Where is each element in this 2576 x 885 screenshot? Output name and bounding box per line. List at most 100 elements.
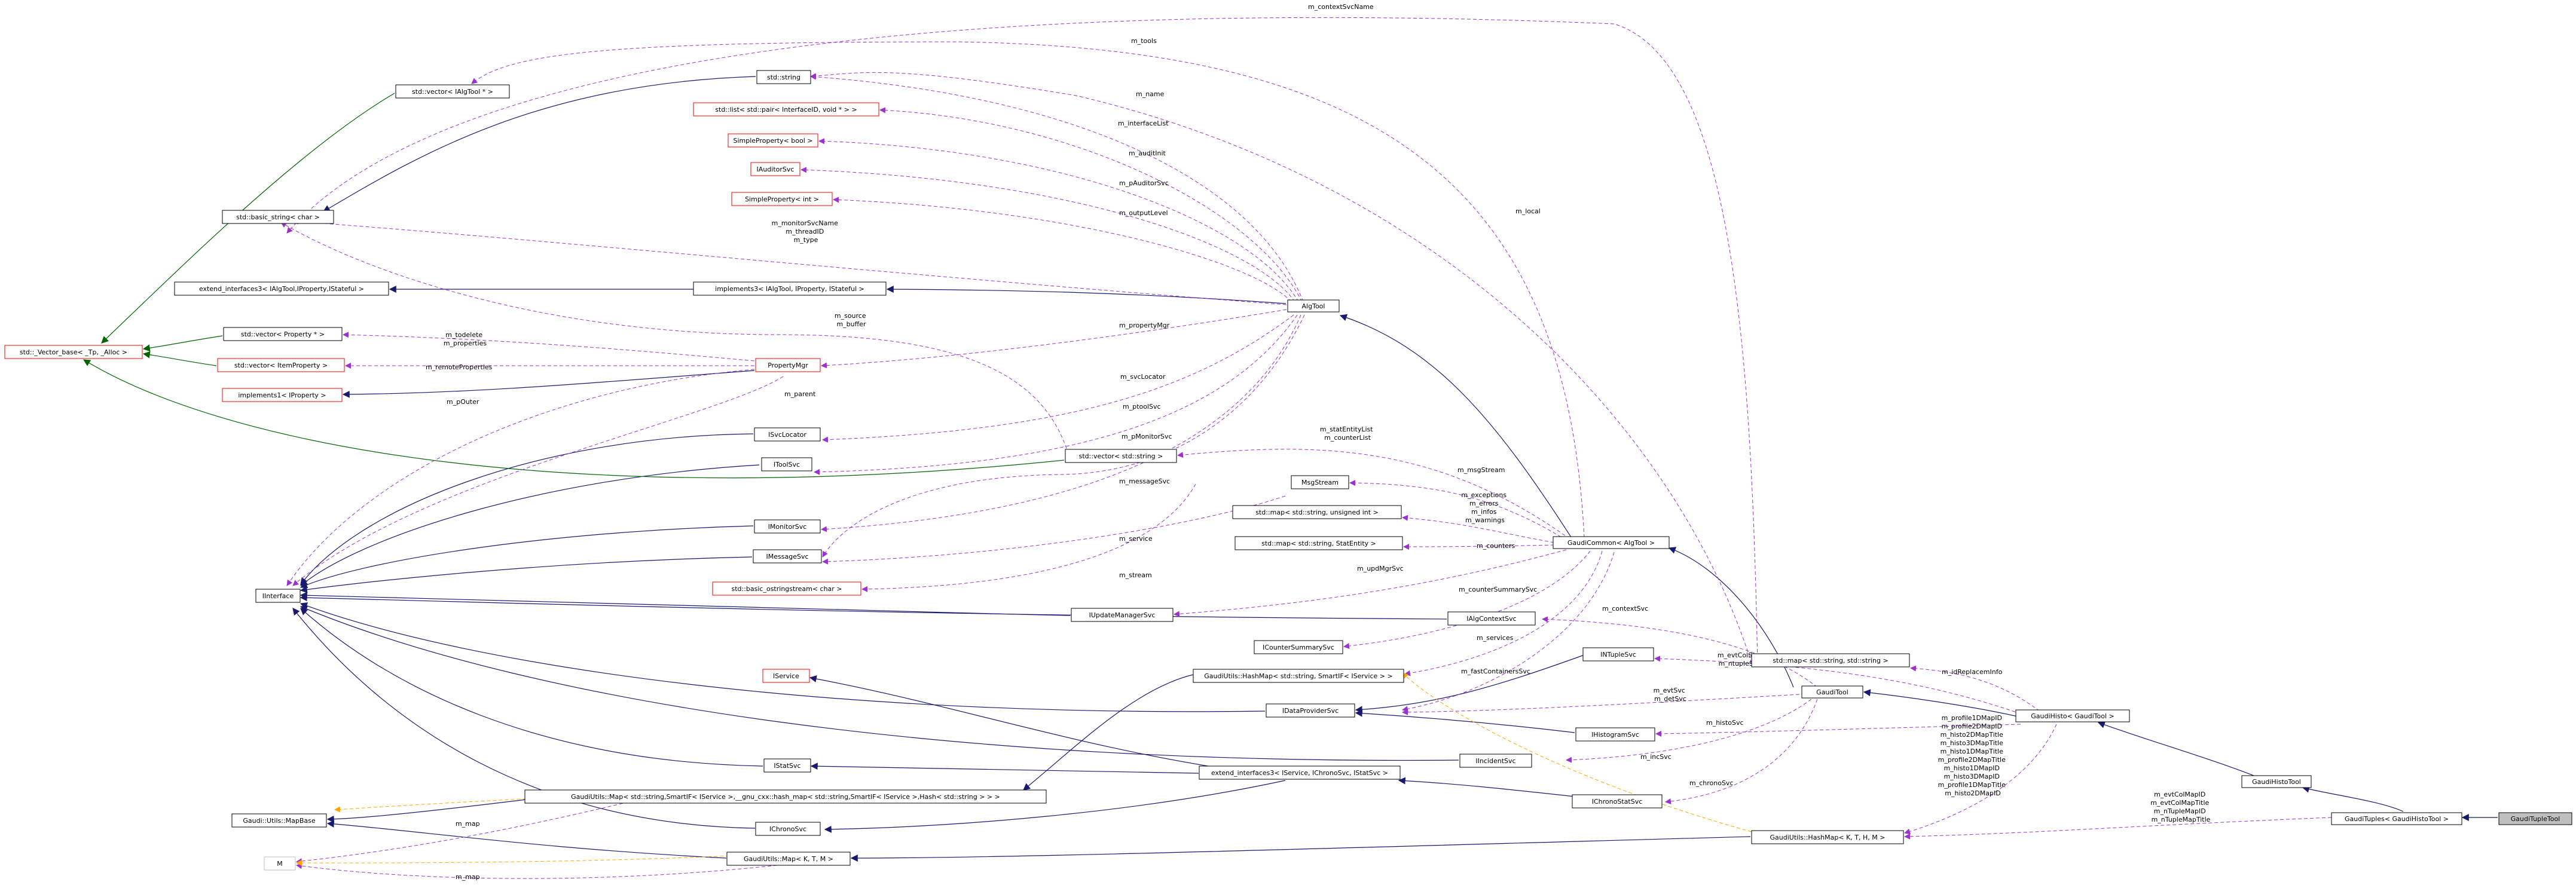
node-map-string-string[interactable]: std::map< std::string, std::string >	[1751, 653, 1910, 667]
label-m-auditinit: m_auditInit	[1129, 149, 1166, 157]
node-intuplesvc-label: INTupleSvc	[1600, 651, 1636, 659]
node-icountersummarysvc[interactable]: ICounterSummarySvc	[1254, 640, 1343, 654]
node-gauditupletool[interactable]: GaudiTupleTool	[2498, 812, 2572, 825]
label-m-map2: m_map	[456, 873, 480, 881]
edge-istatsvc-iinterface	[300, 608, 763, 767]
node-iservice[interactable]: IService	[762, 669, 810, 683]
node-vector-ialgtool[interactable]: std::vector< IAlgTool * >	[395, 84, 510, 99]
node-list-pair[interactable]: std::list< std::pair< InterfaceID, void …	[693, 102, 879, 117]
label-m-updmgrsvc: m_updMgrSvc	[1357, 565, 1404, 572]
node-propertymgr[interactable]: PropertyMgr	[755, 358, 821, 372]
node-ihistogramsvc[interactable]: IHistogramSvc	[1575, 727, 1655, 742]
node-vector-base[interactable]: std::_Vector_base< _Tp, _Alloc >	[4, 345, 143, 359]
node-simpleproperty-int-label: SimpleProperty< int >	[745, 195, 819, 203]
node-gaudihistotool-label: GaudiHistoTool	[2252, 778, 2301, 786]
edge-iupdatemanagersvc-iinterface	[300, 592, 1071, 616]
edge-iincidentsvc-iinterface	[300, 605, 1459, 761]
node-extend-interfaces3[interactable]: extend_interfaces3< IAlgTool,IProperty,I…	[174, 281, 389, 296]
edge-use-exceptions	[1402, 515, 1555, 543]
edge-use-pouter	[286, 369, 755, 586]
node-ialgcontextsvc[interactable]: IAlgContextSvc	[1447, 611, 1536, 626]
edge-use-map2	[296, 863, 778, 879]
node-imonitorsvc[interactable]: IMonitorSvc	[754, 519, 821, 534]
label-m-monitorsvcname: m_monitorSvcName m_threadID m_type	[772, 219, 841, 244]
node-gauditool[interactable]: GaudiTool	[1801, 685, 1863, 699]
node-ichronostatsvc[interactable]: IChronoStatSvc	[1572, 794, 1663, 809]
node-itoolsvc[interactable]: IToolSvc	[761, 457, 812, 471]
node-interface[interactable]: IInterface	[255, 589, 301, 603]
edge-use-interfacelist	[879, 107, 1303, 302]
node-simpleproperty-bool[interactable]: SimpleProperty< bool >	[728, 133, 818, 148]
node-istatsvc[interactable]: IStatSvc	[763, 758, 811, 773]
edge-use-auditinit	[818, 138, 1299, 302]
node-idataprovidersvc[interactable]: IDataProviderSvc	[1266, 703, 1355, 718]
node-ostringstream-label: std::basic_ostringstream< char >	[731, 585, 842, 593]
node-ostringstream[interactable]: std::basic_ostringstream< char >	[712, 581, 861, 596]
node-m[interactable]: M	[264, 856, 296, 871]
node-simpleproperty-int[interactable]: SimpleProperty< int >	[731, 192, 833, 206]
label-m-chronosvc: m_chronoSvc	[1689, 779, 1734, 787]
edge-ihistogramsvc-idataprovider	[1355, 709, 1575, 733]
edge-vectorproperty-vectorbase	[142, 335, 223, 352]
label-m-pauditorsvc: m_pAuditorSvc	[1119, 179, 1169, 187]
label-m-evtsvc: m_evtSvc m_detSvc	[1654, 687, 1688, 703]
node-iupdatemanagersvc[interactable]: IUpdateManagerSvc	[1071, 608, 1174, 622]
node-hashmap-smartif[interactable]: GaudiUtils::HashMap< std::string, SmartI…	[1193, 669, 1404, 683]
node-simpleproperty-bool-label: SimpleProperty< bool >	[733, 137, 812, 145]
node-map-statentity[interactable]: std::map< std::string, StatEntity >	[1234, 536, 1403, 550]
node-gaudicommonalgtool[interactable]: GaudiCommon< AlgTool >	[1553, 536, 1670, 549]
label-m-todelete: m_todelete m_properties	[444, 331, 487, 347]
node-algtool-label: AlgTool	[1302, 302, 1325, 310]
label-m-countersummarysvc: m_counterSummarySvc	[1459, 586, 1537, 593]
node-map-statentity-label: std::map< std::string, StatEntity >	[1261, 540, 1376, 547]
label-m-service: m_service	[1119, 535, 1153, 543]
node-std-string[interactable]: std::string	[756, 70, 811, 84]
edge-imessagesvc-iinterface	[300, 556, 753, 593]
edge-use-outputlevel	[833, 197, 1292, 302]
node-algtool[interactable]: AlgTool	[1287, 299, 1340, 313]
edge-use-service	[822, 495, 1286, 565]
label-m-parent: m_parent	[784, 390, 816, 398]
node-gauditool-label: GaudiTool	[1816, 688, 1848, 696]
node-ihistogramsvc-label: IHistogramSvc	[1591, 731, 1639, 739]
node-map-unsigned[interactable]: std::map< std::string, unsigned int >	[1232, 505, 1402, 519]
node-vector-itemproperty[interactable]: std::vector< ItemProperty >	[217, 358, 345, 372]
node-intuplesvc[interactable]: INTupleSvc	[1582, 647, 1654, 662]
edge-hashmapkthm-gaudimap	[850, 836, 1751, 862]
node-hashmap-kthm[interactable]: GaudiUtils::HashMap< K, T, H, M >	[1751, 830, 1904, 844]
node-ichronosvc-label: IChronoSvc	[769, 825, 806, 833]
node-ichronostatsvc-label: IChronoStatSvc	[1592, 798, 1643, 806]
node-gaudihistogauditool[interactable]: GaudiHisto< GaudiTool >	[2015, 709, 2130, 722]
node-gaudiutils-map[interactable]: GaudiUtils::Map< K, T, M >	[726, 852, 851, 866]
node-implements1[interactable]: implements1< IProperty >	[222, 388, 343, 402]
edge-algtool-implements3	[886, 286, 1287, 304]
node-isvclocator[interactable]: ISvcLocator	[754, 427, 821, 442]
node-basic-string[interactable]: std::basic_string< char >	[222, 210, 334, 224]
edge-ichronostat-extendsvc	[1398, 777, 1603, 800]
node-vector-property-label: std::vector< Property * >	[241, 330, 325, 338]
node-gaudihistogauditool-label: GaudiHisto< GaudiTool >	[2031, 712, 2114, 720]
edge-use-countersummarysvc	[1343, 550, 1591, 649]
label-m-local: m_local	[1515, 207, 1541, 215]
label-m-map: m_map	[456, 820, 480, 828]
node-msgstream[interactable]: MsgStream	[1291, 475, 1349, 489]
node-iincidentsvc[interactable]: IIncidentSvc	[1459, 754, 1532, 768]
node-extend-interfaces3-svc[interactable]: extend_interfaces3< IService, IChronoSvc…	[1199, 765, 1401, 780]
node-iauditorsvc[interactable]: IAuditorSvc	[750, 162, 800, 176]
node-implements3[interactable]: implements3< IAlgTool, IProperty, IState…	[693, 281, 887, 296]
node-vector-property[interactable]: std::vector< Property * >	[223, 327, 343, 341]
node-iservice-label: IService	[773, 672, 799, 680]
node-interface-label: IInterface	[262, 592, 294, 600]
edge-use-ptoolsvc	[814, 314, 1298, 475]
node-gauditupleshistotool-label: GaudiTuples< GaudiHistoTool >	[2345, 815, 2449, 823]
node-ichronosvc[interactable]: IChronoSvc	[755, 822, 821, 836]
node-gaudihistotool[interactable]: GaudiHistoTool	[2241, 775, 2312, 788]
label-m-source: m_source m_buffer	[835, 312, 868, 328]
node-vector-string[interactable]: std::vector< std::string >	[1065, 449, 1177, 463]
label-m-histosvc: m_histoSvc	[1706, 719, 1744, 727]
node-gnu-hashmap[interactable]: GaudiUtils::Map< std::string,SmartIF< IS…	[524, 789, 1047, 804]
node-mapbase[interactable]: Gaudi::Utils::MapBase	[231, 813, 327, 828]
node-imessagesvc[interactable]: IMessageSvc	[753, 549, 822, 564]
node-gauditupleshistotool[interactable]: GaudiTuples< GaudiHistoTool >	[2331, 812, 2462, 825]
